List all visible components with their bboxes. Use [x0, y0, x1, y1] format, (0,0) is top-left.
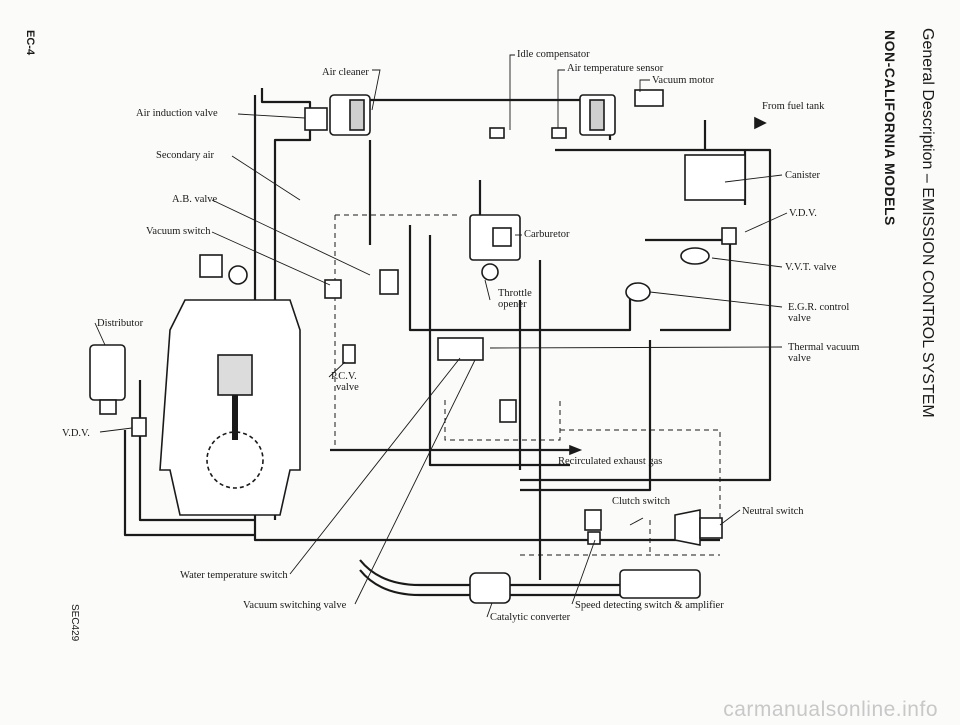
label-vacuum-switch: Vacuum switch: [146, 226, 211, 237]
label-clutch-switch: Clutch switch: [612, 496, 671, 507]
label-pcv-valve: P.C.V.: [331, 371, 357, 382]
label-vdv-left: V.D.V.: [62, 428, 90, 439]
distributor-shape: [89, 344, 126, 401]
hose-outer-left: [253, 95, 720, 542]
page-number: EC-4: [24, 30, 36, 56]
exhaust-pipe: [359, 559, 700, 587]
label-thermal-vacuum-valve: Thermal vacuum: [788, 342, 860, 353]
engine-block-shape: [159, 299, 301, 516]
label-air-temperature-sensor: Air temperature sensor: [567, 63, 664, 74]
clutch-switch-shape: [584, 509, 602, 531]
label-speed-detecting-switch: Speed detecting switch & amplifier: [575, 600, 724, 611]
label-thermal-vacuum-valve-2: valve: [788, 353, 811, 364]
label-from-fuel-tank: From fuel tank: [762, 101, 825, 112]
thermal-vacuum-valve-shape: [437, 337, 484, 361]
hose-canister-loop: [520, 148, 772, 482]
label-catalytic-converter: Catalytic converter: [490, 612, 571, 623]
subsection-title: NON-CALIFORNIA MODELS: [882, 30, 898, 226]
label-idle-compensator: Idle compensator: [517, 49, 590, 60]
label-vvt-valve: V.V.T. valve: [785, 262, 837, 273]
label-secondary-air: Secondary air: [156, 150, 215, 161]
label-ab-valve: A.B. valve: [172, 194, 218, 205]
watermark: carmanualsonline.info: [723, 698, 938, 721]
egr-control-valve-shape: [625, 282, 651, 302]
label-throttle-opener-2: opener: [498, 299, 527, 310]
label-egr-control-valve: E.G.R. control: [788, 302, 850, 313]
label-throttle-opener: Throttle: [498, 288, 532, 299]
label-water-temperature-switch: Water temperature switch: [180, 570, 288, 581]
air-induction-valve-shape: [304, 107, 328, 131]
exhaust-pipe-lower: [359, 569, 700, 597]
label-distributor: Distributor: [97, 318, 144, 329]
vvt-valve-shape: [680, 247, 710, 265]
figure-code: SEC429: [69, 604, 80, 642]
section-title: General Description – EMISSION CONTROL S…: [919, 28, 936, 418]
throttle-opener-shape: [481, 263, 499, 281]
label-recirculated-exhaust-gas: Recirculated exhaust gas: [558, 456, 663, 467]
label-vacuum-motor: Vacuum motor: [652, 75, 715, 86]
hose-right-down: [520, 340, 652, 492]
label-vdv-top: V.D.V.: [789, 208, 817, 219]
hose-vdv-loop: [645, 238, 732, 332]
catalytic-converter-shape: [469, 572, 511, 604]
label-vacuum-switching-valve: Vacuum switching valve: [243, 600, 347, 611]
canister-shape: [684, 154, 746, 201]
label-canister: Canister: [785, 170, 820, 181]
label-air-induction-valve: Air induction valve: [136, 108, 218, 119]
hose-top-main: [345, 98, 612, 140]
hose-left-vdv: [123, 430, 255, 537]
label-pcv-valve-2: valve: [336, 382, 359, 393]
hose-mid-loop: [428, 235, 570, 467]
label-neutral-switch: Neutral switch: [742, 506, 804, 517]
label-air-cleaner: Air cleaner: [322, 67, 369, 78]
label-carburetor: Carburetor: [524, 229, 570, 240]
neutral-switch-shape: [674, 509, 701, 546]
label-egr-control-valve-2: valve: [788, 313, 811, 324]
